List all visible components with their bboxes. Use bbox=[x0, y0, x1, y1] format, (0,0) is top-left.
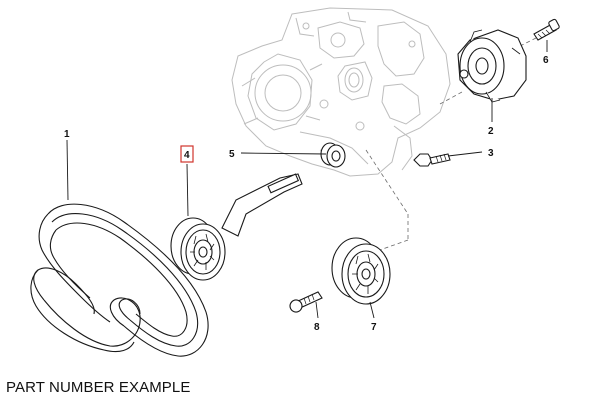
leader-line-1 bbox=[66, 139, 69, 201]
callout-3: 3 bbox=[488, 148, 494, 159]
leader-line-5 bbox=[240, 152, 327, 155]
bushing-part-5 bbox=[320, 142, 346, 168]
callout-4: 4 bbox=[184, 150, 190, 161]
highlight-box-callout-4 bbox=[180, 145, 194, 163]
bolt-part-6 bbox=[533, 18, 560, 41]
leader-line-8 bbox=[315, 301, 319, 319]
leader-lines bbox=[66, 40, 548, 319]
leader-line-4 bbox=[186, 163, 189, 217]
leader-line-3 bbox=[447, 151, 483, 157]
alignment-lines bbox=[365, 37, 537, 251]
idler-pulley-with-arm-part-4 bbox=[170, 173, 303, 281]
engine-block-outline bbox=[231, 7, 451, 177]
leader-line-7 bbox=[369, 301, 375, 319]
callout-7: 7 bbox=[371, 322, 377, 333]
callout-8: 8 bbox=[314, 322, 320, 333]
deflection-pulley-part-7 bbox=[331, 237, 391, 305]
callout-1: 1 bbox=[64, 129, 70, 140]
cap-screw-part-8 bbox=[289, 291, 323, 313]
callout-numbers: 1 2 3 4 5 6 7 8 bbox=[64, 55, 549, 333]
hex-bolt-part-3 bbox=[413, 153, 451, 167]
caption-text: PART NUMBER EXAMPLE bbox=[6, 379, 191, 396]
drive-belt-part-1 bbox=[30, 203, 209, 357]
belt-tensioner-part-2 bbox=[457, 29, 527, 103]
callout-2: 2 bbox=[488, 126, 494, 137]
callout-6: 6 bbox=[543, 55, 549, 66]
callout-5: 5 bbox=[229, 149, 235, 160]
